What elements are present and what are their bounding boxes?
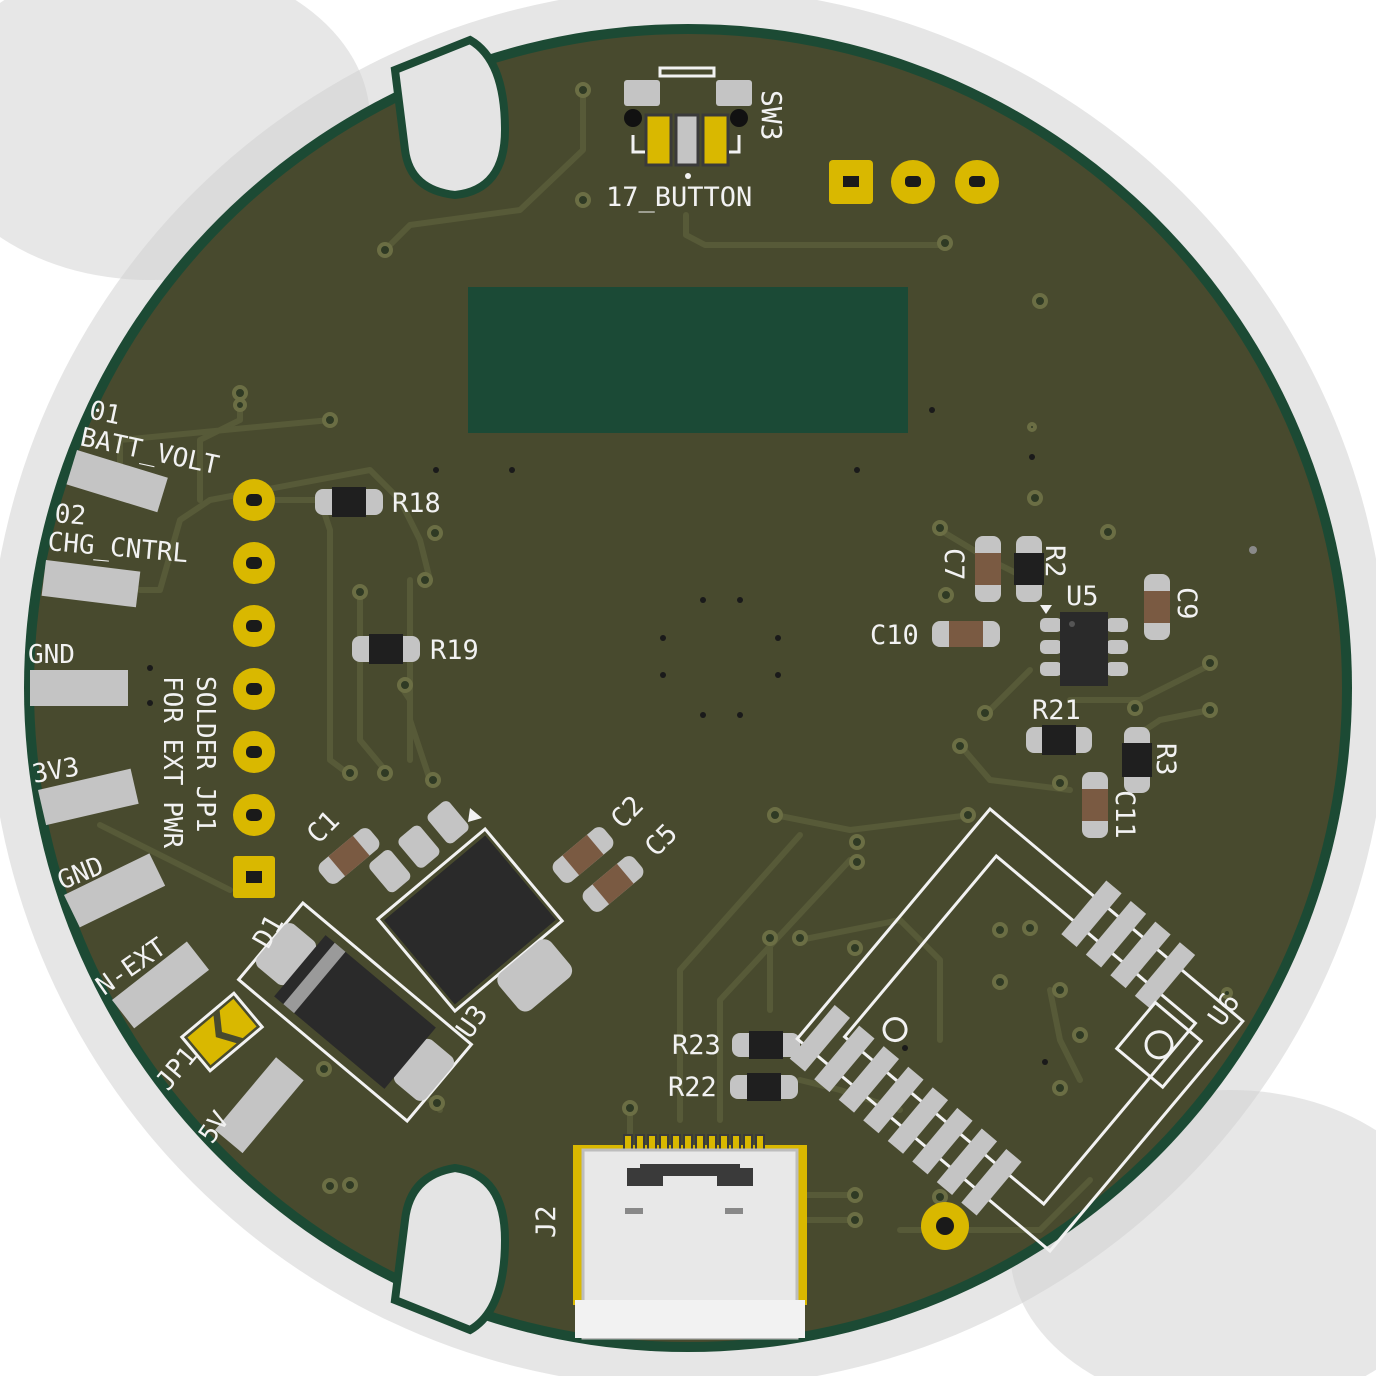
mount-slot-bottom: [390, 1163, 510, 1335]
j2-usb-c-connector[interactable]: [573, 1134, 807, 1340]
c2-capacitor: [552, 827, 614, 883]
c11-label: C11: [1109, 790, 1140, 839]
r2-resistor: [1014, 536, 1044, 602]
button-label: 17_BUTTON: [606, 182, 752, 213]
pin01-label: 01: [87, 396, 124, 432]
edge-pads[interactable]: [30, 450, 304, 1154]
u3-pin1-marker: [468, 808, 482, 822]
r19-resistor: [352, 634, 420, 664]
c5-capacitor: [582, 856, 644, 912]
c9-label: C9: [1171, 587, 1202, 620]
c7-capacitor: [975, 536, 1001, 602]
mounting-hole-pad: [921, 1202, 969, 1250]
r18-resistor: [315, 487, 383, 517]
c1-capacitor: [318, 828, 380, 884]
header-7pin[interactable]: [233, 479, 275, 898]
sw3-label: SW3: [755, 90, 788, 141]
r21-label: R21: [1032, 695, 1081, 726]
r21-resistor: [1026, 725, 1092, 755]
mount-slot-top: [390, 35, 510, 200]
c11-capacitor: [1082, 772, 1108, 838]
u5-ic: [1040, 605, 1128, 686]
r18-label: R18: [392, 488, 441, 519]
r3-resistor: [1122, 727, 1152, 793]
gnd-label-1: GND: [28, 640, 75, 670]
c9-capacitor: [1144, 574, 1170, 640]
c10-capacitor: [932, 621, 1000, 647]
r22-label: R22: [668, 1072, 717, 1103]
r19-label: R19: [430, 635, 479, 666]
c10-label: C10: [870, 620, 919, 651]
u5-label: U5: [1066, 581, 1099, 612]
antenna-keepout-zone: [468, 287, 908, 433]
c7-label: C7: [938, 548, 969, 581]
r23-resistor: [732, 1031, 800, 1059]
solder-note-line1: SOLDER JP1: [190, 676, 220, 833]
pin02-label: 02: [53, 499, 87, 532]
micro-vias: [147, 407, 1257, 1065]
d1-diode: [236, 900, 474, 1124]
u3-regulator: [369, 801, 573, 1014]
jp1-solder-jumper[interactable]: [179, 991, 265, 1073]
r23-label: R23: [672, 1030, 721, 1061]
j2-label: J2: [531, 1205, 562, 1238]
sw3-button[interactable]: [624, 66, 752, 179]
r2-label: R2: [1039, 545, 1070, 578]
header-3pin[interactable]: [829, 160, 999, 204]
r3-label: R3: [1150, 743, 1181, 776]
r22-resistor: [730, 1073, 798, 1101]
u6-module: [789, 806, 1245, 1254]
solder-note-line2: FOR EXT PWR: [157, 676, 187, 849]
